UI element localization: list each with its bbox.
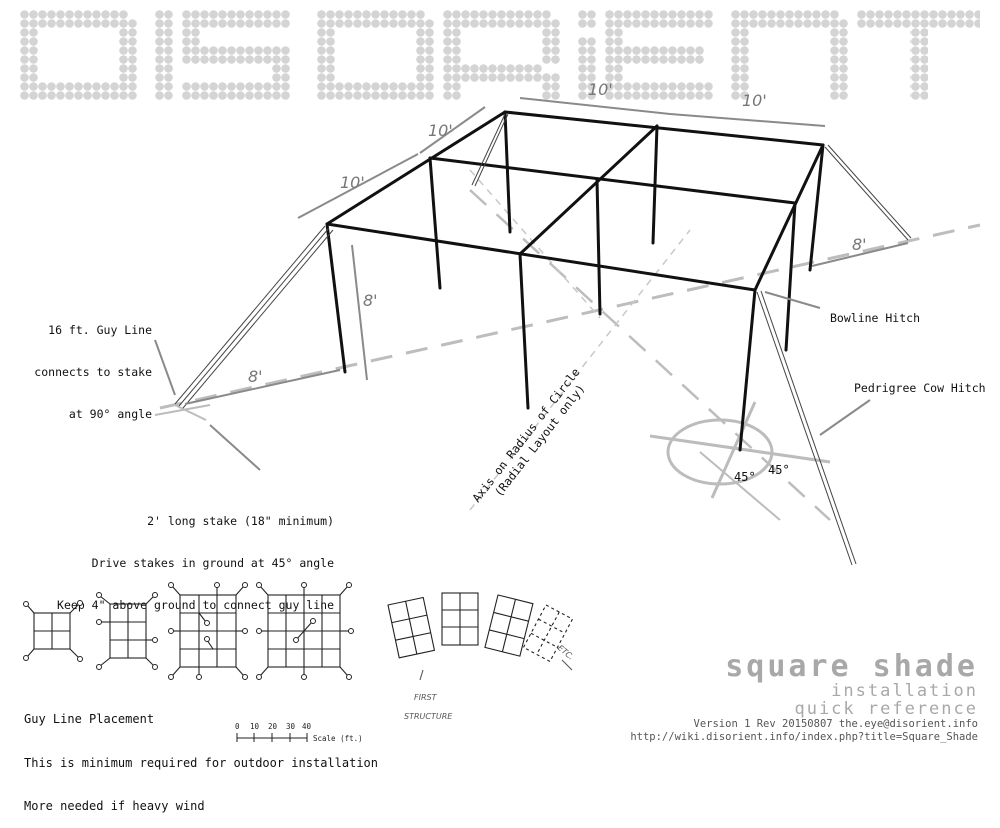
doc-subtitle-1: Installation [831, 681, 978, 701]
first-structure-label-1: FIRST [414, 693, 438, 702]
scale-tick-0: 0 [235, 722, 240, 731]
guy-line-note: 16 ft. Guy Line connects to stake at 90°… [34, 323, 152, 421]
placement-diagrams: FIRST STRUCTURE ETC. 0 10 20 30 40 Scale… [23, 582, 576, 743]
doc-title: Square Shade [725, 649, 978, 684]
doc-subtitle-2: Quick Reference [794, 699, 978, 719]
structure-diagram: 10' 10' 10' 10' 8' 8' 8' 45° 45° Axis on… [154, 80, 981, 566]
dim-top-left-b: 10' [340, 173, 365, 192]
placement-title: Guy Line Placement [24, 712, 155, 726]
scale-tick-30: 30 [286, 722, 296, 731]
stake-note: 2' long stake (18" minimum) Drive stakes… [57, 514, 334, 612]
dim-top-right-b: 10' [742, 91, 767, 110]
title-block: Square Shade Installation Quick Referenc… [630, 652, 978, 744]
dim-top-left-a: 10' [428, 121, 453, 140]
scale-label: Scale (ft.) [313, 734, 363, 743]
etc-label: ETC. [556, 643, 576, 662]
scale-tick-20: 20 [268, 722, 278, 731]
angle-right: 45° [768, 463, 790, 477]
disorient-banner [20, 10, 980, 100]
scale-tick-10: 10 [250, 722, 260, 731]
angle-left: 45° [734, 470, 756, 484]
bowline-hitch-label: Bowline Hitch [830, 311, 921, 325]
wiki-url[interactable]: http://wiki.disorient.info/index.php?tit… [630, 731, 978, 743]
dim-height: 8' [363, 291, 378, 310]
placement-note: Guy Line Placement This is minimum requi… [24, 683, 378, 828]
placement-line3: More needed if heavy wind [24, 799, 205, 813]
first-structure-label-2: STRUCTURE [404, 712, 453, 721]
dim-guy-right: 8' [852, 235, 867, 254]
cow-hitch-label: Pedrigree Cow Hitch [854, 381, 986, 395]
scale-tick-40: 40 [302, 722, 312, 731]
version-info: Version 1 Rev 20150807 the.eye@disorient… [693, 718, 978, 730]
dim-top-right-a: 10' [588, 80, 613, 99]
dim-guy-left: 8' [248, 367, 263, 386]
placement-line2: This is minimum required for outdoor ins… [24, 755, 379, 770]
